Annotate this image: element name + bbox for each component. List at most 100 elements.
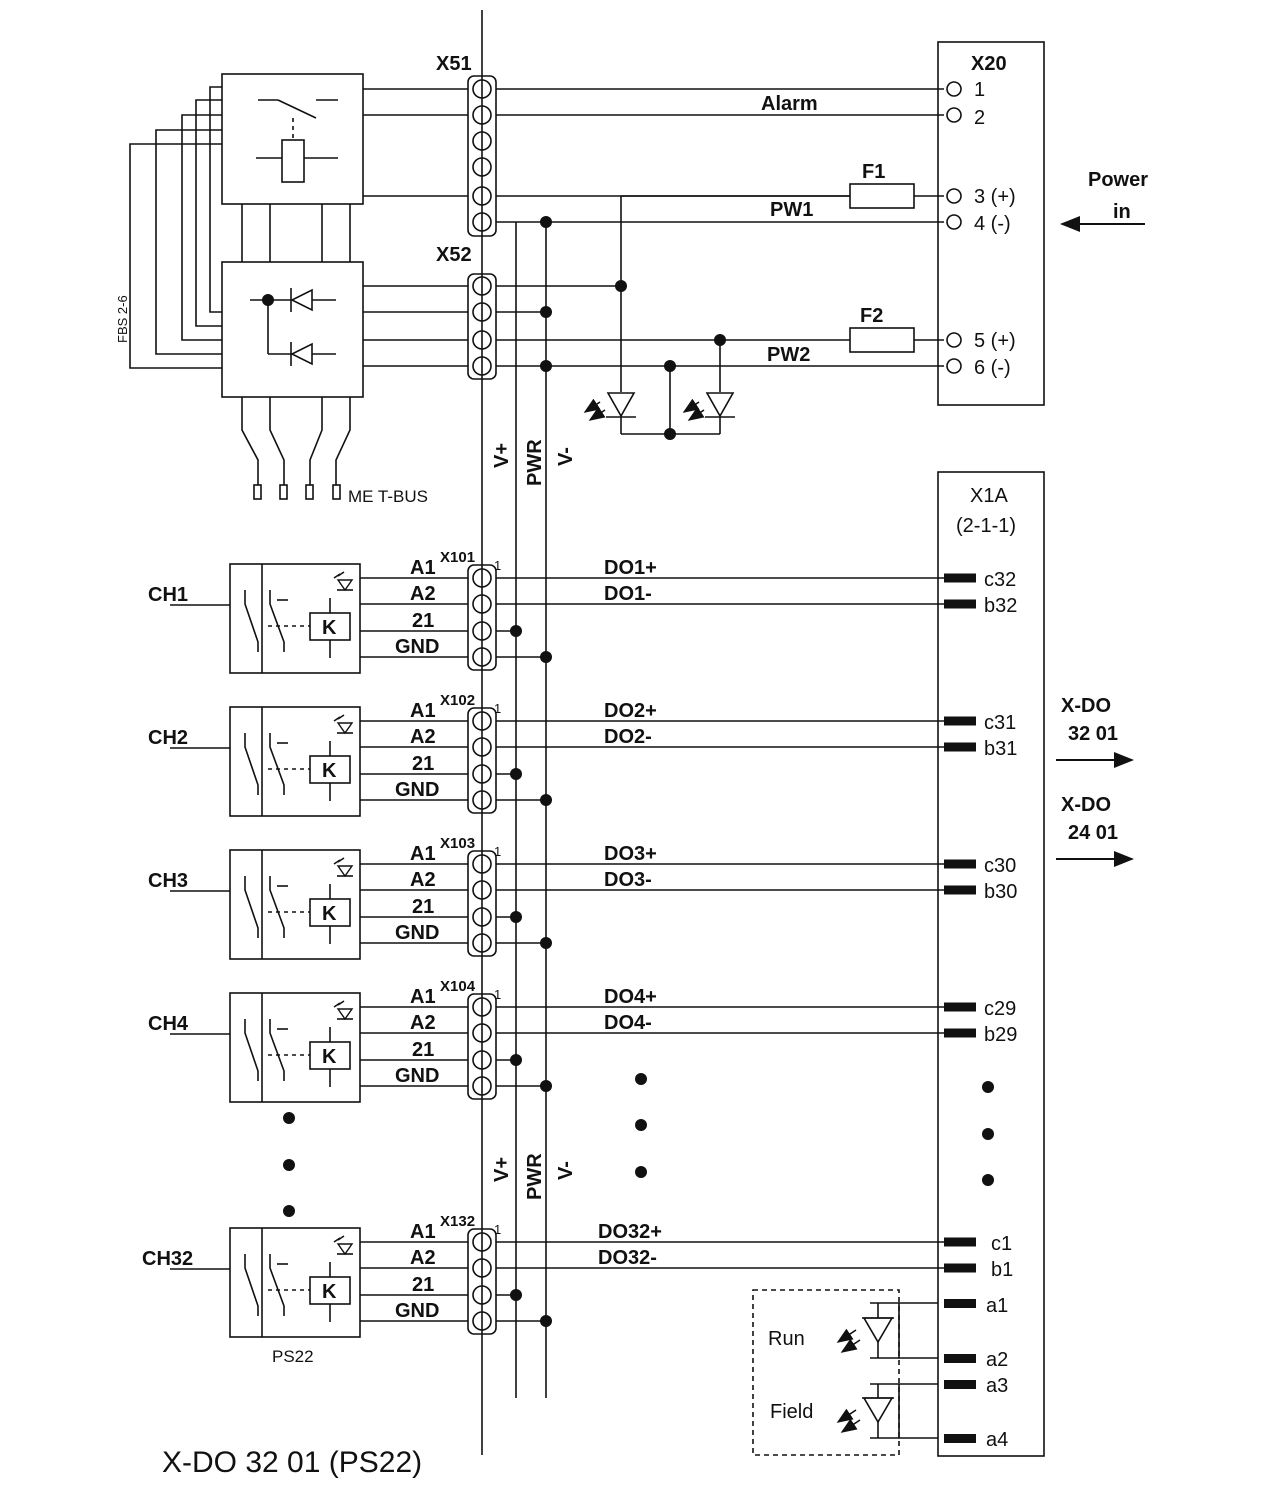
status-led-box (752, 1289, 900, 1456)
xdo-3201-line2: 32 01 (1068, 723, 1118, 745)
alarm-relay-box (221, 73, 364, 205)
connector-label: X104 (440, 978, 476, 995)
terminal-a1-label: A1 (410, 986, 436, 1008)
connector-label: X102 (440, 692, 475, 709)
pw2-label: PW2 (767, 344, 810, 366)
power-in-label-2: in (1113, 201, 1131, 223)
x51-label: X51 (436, 53, 472, 75)
x52-connector (467, 273, 497, 380)
channel-name: CH2 (148, 727, 188, 749)
fbs-label: FBS 2-6 (115, 295, 130, 343)
do-plus-label: DO3+ (604, 843, 657, 865)
x20-pin-3: 3 (+) (974, 186, 1016, 208)
terminal-21-label: 21 (412, 610, 434, 632)
x1a-label: X1A (970, 485, 1008, 507)
x20-terminal-box (937, 41, 1045, 406)
do-plus-label: DO2+ (604, 700, 657, 722)
x1a-pin-c: c1 (991, 1233, 1012, 1255)
fuse-f1-label: F1 (862, 161, 885, 183)
relay-coil-label: K (322, 617, 337, 639)
pin-a2: a2 (986, 1349, 1008, 1371)
power-in-label-1: Power (1088, 169, 1148, 191)
x1a-connector-box (937, 471, 1045, 1457)
x1a-pin-b: b1 (991, 1259, 1013, 1281)
relay-coil-label: K (322, 903, 337, 925)
ps22-label: PS22 (272, 1347, 314, 1366)
alarm-label: Alarm (761, 93, 818, 115)
terminal-a1-label: A1 (410, 843, 436, 865)
fuse-f1 (849, 183, 915, 209)
pin-a4: a4 (986, 1429, 1008, 1451)
bus-vplus-top: V+ (491, 443, 513, 468)
terminal-a2-label: A2 (410, 1247, 436, 1269)
bus-vminus-bottom: V- (555, 1161, 577, 1180)
terminal-a1-label: A1 (410, 557, 436, 579)
bus-pwr-top: PWR (524, 439, 546, 486)
pin-one-label: 1 (494, 701, 501, 716)
field-led-label: Field (770, 1401, 813, 1423)
terminal-a2-label: A2 (410, 726, 436, 748)
pin-one-label: 1 (494, 987, 501, 1002)
x1a-sublabel: (2-1-1) (956, 515, 1016, 537)
terminal-gnd-label: GND (395, 1300, 439, 1322)
connector-label: X132 (440, 1213, 475, 1230)
terminal-gnd-label: GND (395, 779, 439, 801)
do-plus-label: DO32+ (598, 1221, 662, 1243)
pw1-label: PW1 (770, 199, 813, 221)
channel-name: CH1 (148, 584, 188, 606)
x1a-pin-c: c29 (984, 998, 1016, 1020)
terminal-a1-label: A1 (410, 1221, 436, 1243)
diode-box (221, 261, 364, 398)
bus-vplus-bottom: V+ (491, 1157, 513, 1182)
do-minus-label: DO2- (604, 726, 652, 748)
bus-pwr-bottom: PWR (524, 1153, 546, 1200)
terminal-gnd-label: GND (395, 1065, 439, 1087)
connector-label: X103 (440, 835, 475, 852)
fuse-f2 (849, 327, 915, 353)
relay-coil-label: K (322, 1281, 337, 1303)
relay-coil-label: K (322, 1046, 337, 1068)
x52-label: X52 (436, 244, 472, 266)
fuse-f2-label: F2 (860, 305, 883, 327)
connector-label: X101 (440, 549, 475, 566)
x51-connector (467, 75, 497, 237)
x1a-pin-c: c30 (984, 855, 1016, 877)
do-plus-label: DO1+ (604, 557, 657, 579)
do-minus-label: DO3- (604, 869, 652, 891)
x20-pin-6: 6 (-) (974, 357, 1011, 379)
run-led-label: Run (768, 1328, 805, 1350)
terminal-gnd-label: GND (395, 636, 439, 658)
x20-label: X20 (971, 53, 1007, 75)
pin-one-label: 1 (494, 558, 501, 573)
x20-pin-2: 2 (974, 107, 985, 129)
x20-pin-4: 4 (-) (974, 213, 1011, 235)
pin-a1: a1 (986, 1295, 1008, 1317)
x1a-pin-c: c31 (984, 712, 1016, 734)
x1a-pin-b: b30 (984, 881, 1017, 903)
do-minus-label: DO4- (604, 1012, 652, 1034)
terminal-a2-label: A2 (410, 869, 436, 891)
x1a-pin-b: b31 (984, 738, 1017, 760)
terminal-21-label: 21 (412, 1274, 434, 1296)
metbus-label: ME T-BUS (348, 487, 428, 506)
terminal-21-label: 21 (412, 896, 434, 918)
x1a-pin-b: b32 (984, 595, 1017, 617)
x20-pin-1: 1 (974, 79, 985, 101)
channel-name: CH3 (148, 870, 188, 892)
do-minus-label: DO32- (598, 1247, 657, 1269)
terminal-21-label: 21 (412, 753, 434, 775)
channel-name: CH4 (148, 1013, 189, 1035)
terminal-a2-label: A2 (410, 583, 436, 605)
x1a-pin-b: b29 (984, 1024, 1017, 1046)
xdo-2401-line1: X-DO (1061, 794, 1111, 816)
terminal-21-label: 21 (412, 1039, 434, 1061)
pin-one-label: 1 (494, 1222, 501, 1237)
do-plus-label: DO4+ (604, 986, 657, 1008)
x1a-pin-c: c32 (984, 569, 1016, 591)
do-minus-label: DO1- (604, 583, 652, 605)
